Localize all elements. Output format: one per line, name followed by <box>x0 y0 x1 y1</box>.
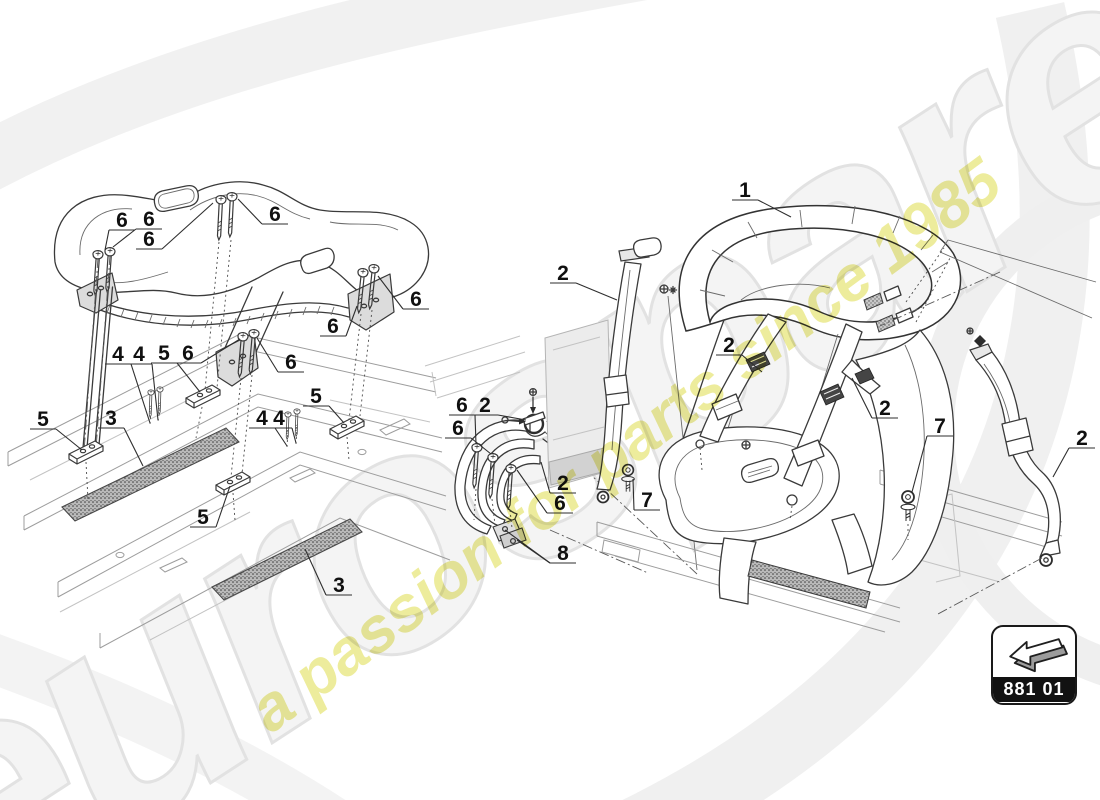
mounting-bolts-and-rods <box>82 191 380 478</box>
callout-2: 2 <box>540 461 576 495</box>
callout-4: 4 <box>105 343 151 424</box>
callout-6: 6 <box>320 305 358 338</box>
svg-text:6: 6 <box>143 228 155 251</box>
svg-text:1: 1 <box>739 179 751 202</box>
seat-shell-bottom-view <box>53 181 430 353</box>
svg-text:2: 2 <box>479 394 491 417</box>
callout-8: 8 <box>504 529 576 565</box>
svg-text:8: 8 <box>557 542 569 565</box>
callout-6: 6 <box>104 209 135 251</box>
svg-text:6: 6 <box>182 342 194 365</box>
floor-grip-strips <box>61 427 363 601</box>
svg-text:5: 5 <box>197 506 209 529</box>
callout-6: 6 <box>237 198 288 226</box>
callout-6: 6 <box>112 208 162 248</box>
callout-5: 5 <box>190 485 231 529</box>
shoulder-belt-left <box>544 237 698 571</box>
callout-4: 4 <box>126 343 159 421</box>
svg-text:2: 2 <box>557 472 569 495</box>
callout-3: 3 <box>98 407 144 467</box>
svg-text:6: 6 <box>456 394 468 417</box>
callout-6: 6 <box>445 417 492 455</box>
callout-6: 6 <box>175 338 241 365</box>
svg-text:4: 4 <box>112 343 124 366</box>
svg-text:6: 6 <box>554 492 566 515</box>
floor-pan-left <box>7 333 451 649</box>
callout-3: 3 <box>304 548 352 597</box>
callout-5: 5 <box>303 385 345 424</box>
svg-text:6: 6 <box>452 417 464 440</box>
svg-text:7: 7 <box>934 415 946 438</box>
svg-text:3: 3 <box>105 407 117 430</box>
callout-2: 2 <box>851 377 898 420</box>
callout-7: 7 <box>632 478 660 512</box>
callout-6: 6 <box>449 394 477 445</box>
callout-4: 4 <box>266 407 297 444</box>
svg-text:6: 6 <box>116 209 128 232</box>
svg-text:2: 2 <box>879 397 891 420</box>
callout-5: 5 <box>30 408 83 451</box>
callout-6: 6 <box>377 275 429 311</box>
svg-text:6: 6 <box>327 315 339 338</box>
svg-text:2: 2 <box>1076 427 1088 450</box>
callout-5: 5 <box>151 342 201 393</box>
callout-7: 7 <box>911 415 953 493</box>
race-seat <box>658 204 1097 609</box>
callout-1: 1 <box>732 179 792 218</box>
svg-text:2: 2 <box>723 334 735 357</box>
svg-text:5: 5 <box>158 342 170 365</box>
svg-text:4: 4 <box>133 343 145 366</box>
svg-text:6: 6 <box>143 208 155 231</box>
svg-text:4: 4 <box>273 407 285 430</box>
svg-text:6: 6 <box>410 288 422 311</box>
svg-text:4: 4 <box>256 407 268 430</box>
callout-6: 6 <box>516 469 573 515</box>
svg-text:5: 5 <box>37 408 49 431</box>
svg-text:3: 3 <box>333 574 345 597</box>
svg-text:6: 6 <box>269 203 281 226</box>
badge-arrow-icon <box>993 627 1075 677</box>
callout-6: 6 <box>136 202 214 251</box>
callout-2: 2 <box>1052 427 1095 478</box>
mounting-pads <box>68 384 365 521</box>
callout-2: 2 <box>550 262 618 301</box>
lap-belt-right <box>937 327 1061 615</box>
part-group-badge: 881 01 <box>991 625 1077 705</box>
callout-6: 6 <box>256 337 304 374</box>
svg-text:6: 6 <box>285 351 297 374</box>
callout-2: 2 <box>472 394 527 421</box>
svg-text:2: 2 <box>557 262 569 285</box>
svg-text:7: 7 <box>641 489 653 512</box>
part-group-code: 881 01 <box>993 677 1075 702</box>
callout-2: 2 <box>716 334 763 373</box>
svg-text:5: 5 <box>310 385 322 408</box>
